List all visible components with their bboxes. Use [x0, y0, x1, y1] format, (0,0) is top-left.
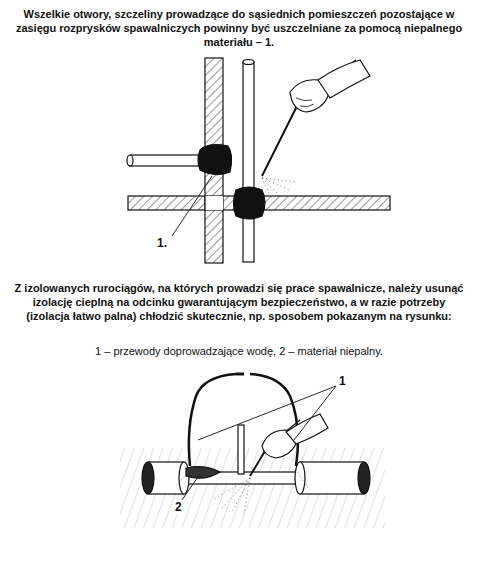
legend-text: 1 – przewody doprowadzające wodę, 2 – ma… [14, 345, 464, 359]
callout-number: 1. [156, 236, 168, 251]
callout-number: 1 [338, 374, 347, 389]
wall-illustration [127, 58, 390, 263]
callout-number: 2 [174, 500, 183, 515]
pipe-illustration [120, 374, 385, 528]
caption-text: Wszelkie otwory, szczeliny prowadzące do… [14, 8, 464, 49]
caption-text: Z izolowanych rurociągów, na których pro… [14, 282, 464, 323]
